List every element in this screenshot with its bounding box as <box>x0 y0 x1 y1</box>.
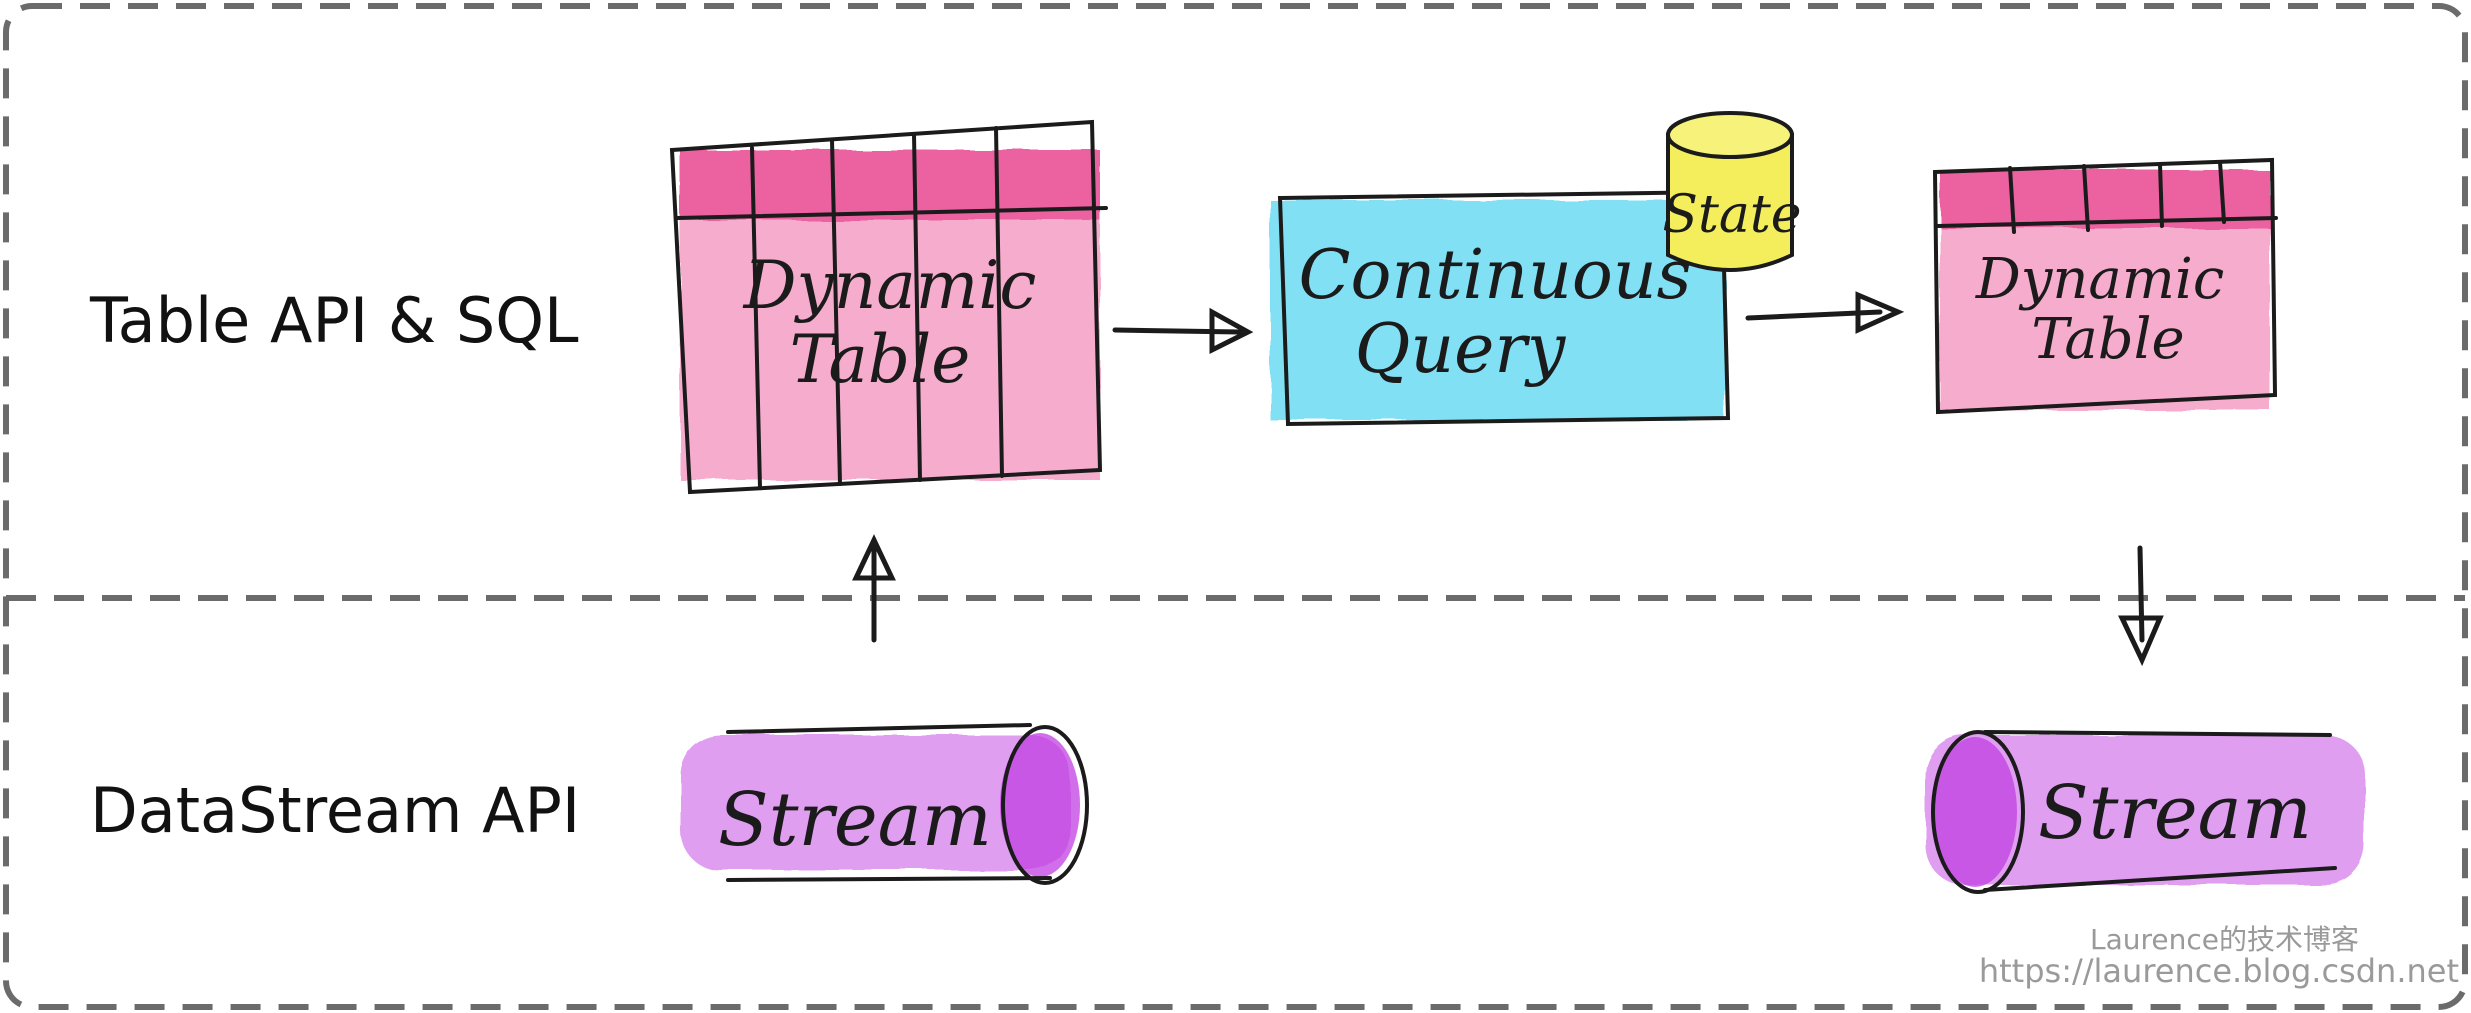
dynamic-table-left-line2: Table <box>790 321 971 398</box>
dynamic-table-right: Dynamic Table <box>1932 157 2278 415</box>
watermark-url: https://laurence.blog.csdn.net <box>1978 952 2459 990</box>
layer-label-table-api: Table API & SQL <box>90 284 579 357</box>
dynamic-table-right-line1: Dynamic <box>1975 247 2224 312</box>
watermark-author: Laurence的技术博客 <box>2090 923 2359 956</box>
arrow-table-to-stream <box>2118 545 2164 667</box>
stream-left-label: Stream <box>718 777 992 863</box>
stream-right: Stream <box>1925 730 2365 894</box>
dynamic-table-left: Dynamic Table <box>669 119 1108 495</box>
outer-dashed-frame <box>3 3 2468 1010</box>
state-cylinder: State <box>1662 111 1802 272</box>
continuous-query-box: Continuous Query <box>1270 189 1731 427</box>
layer-label-datastream-api: DataStream API <box>90 774 581 847</box>
arrow-stream-to-table <box>852 534 896 643</box>
arrow-query-to-table <box>1745 291 1905 334</box>
continuous-query-line1: Continuous <box>1298 236 1691 315</box>
stream-right-label: Stream <box>2038 770 2312 856</box>
arrow-table-to-query <box>1112 307 1254 355</box>
stream-left: Stream <box>680 723 1089 885</box>
state-label: State <box>1662 185 1801 245</box>
dynamic-table-right-line2: Table <box>2031 307 2184 372</box>
dynamic-table-left-line1: Dynamic <box>743 247 1037 324</box>
continuous-query-line2: Query <box>1355 310 1567 389</box>
